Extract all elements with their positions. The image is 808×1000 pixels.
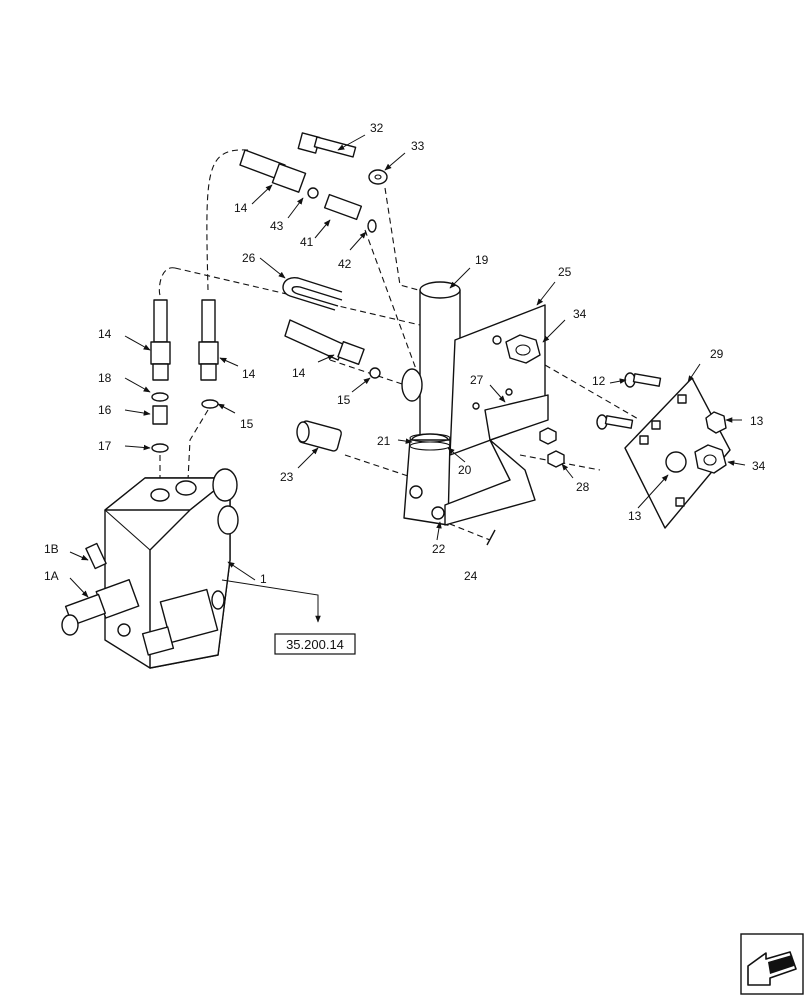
upper-fittings [239, 132, 388, 233]
valve-block [61, 468, 239, 669]
callout-16: 16 [98, 403, 112, 417]
callout-34a: 34 [573, 307, 587, 321]
callout-1a: 1A [44, 569, 59, 583]
callout-27: 27 [470, 373, 484, 387]
callout-43: 43 [270, 219, 284, 233]
callout-32: 32 [370, 121, 384, 135]
callout-17: 17 [98, 439, 112, 453]
reference-box[interactable] [274, 633, 356, 655]
callout-14c: 14 [242, 367, 256, 381]
pedal-assembly [401, 281, 549, 546]
callout-14b: 14 [98, 327, 112, 341]
reference-link[interactable]: 35.200.14 [274, 633, 356, 655]
hose-fittings-left [150, 299, 219, 453]
u-bolt-and-hose [282, 277, 381, 379]
callout-19: 19 [475, 253, 489, 267]
pivot-pin [296, 420, 342, 452]
callout-24: 24 [464, 569, 478, 583]
callout-1: 1 [260, 572, 267, 586]
next-page-arrow-icon[interactable] [740, 933, 804, 995]
callout-12: 12 [592, 374, 606, 388]
callout-20: 20 [458, 463, 472, 477]
callout-14d: 14 [292, 366, 306, 380]
callout-41: 41 [300, 235, 314, 249]
callout-13a: 13 [750, 414, 764, 428]
callout-15a: 15 [337, 393, 351, 407]
callout-22: 22 [432, 542, 446, 556]
callout-42: 42 [338, 257, 352, 271]
mount-plate [596, 372, 731, 529]
callout-15b: 15 [240, 417, 254, 431]
callout-14: 14 [234, 201, 248, 215]
callout-25: 25 [558, 265, 572, 279]
callout-1b: 1B [44, 542, 59, 556]
reference-label[interactable]: 35.200.14 [286, 637, 344, 652]
callout-18: 18 [98, 371, 112, 385]
nuts-28 [539, 427, 565, 468]
callout-labels: 32 33 14 43 41 42 26 19 25 34 29 12 13 3… [44, 121, 766, 586]
callout-23: 23 [280, 470, 294, 484]
leader-arrows [69, 134, 746, 623]
callout-28: 28 [576, 480, 590, 494]
callout-33: 33 [411, 139, 425, 153]
callout-13b: 13 [628, 509, 642, 523]
callout-21: 21 [377, 434, 391, 448]
callout-29: 29 [710, 347, 724, 361]
callout-34b: 34 [752, 459, 766, 473]
callout-26: 26 [242, 251, 256, 265]
